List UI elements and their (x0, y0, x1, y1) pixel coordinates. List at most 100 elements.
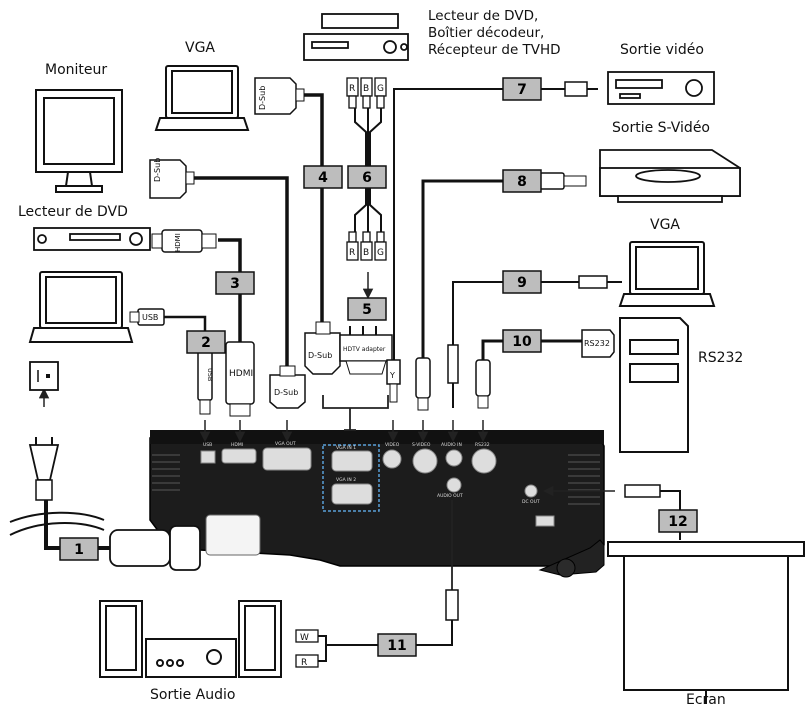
audio-system (99, 600, 282, 678)
cable-box-11: 11 (377, 633, 417, 657)
video-out-device (607, 71, 715, 105)
projector-top-edge (150, 430, 604, 444)
port-label-rs232: RS232 (475, 442, 490, 448)
label-dvd-stb-line1: Lecteur de DVD, (428, 8, 539, 24)
svg-text:10: 10 (512, 334, 532, 350)
label-svideo-out: Sortie S-Vidéo (612, 120, 710, 136)
port-label-audio-in: AUDIO IN (441, 442, 462, 448)
dsub-monitor-label: D-Sub (153, 158, 162, 182)
hdmi-plug-label: HDMI (229, 369, 253, 379)
vga-laptop-right (618, 241, 716, 307)
rs232-cable (481, 339, 582, 360)
cables (9, 88, 681, 662)
vga-in-group (322, 444, 380, 512)
usb-vertical-label: USB (206, 368, 214, 381)
rbg-bottom-b: B (363, 248, 369, 258)
rs232-plug-pc (581, 329, 615, 358)
usb-laptop (28, 271, 134, 343)
hdtv-adapter (339, 334, 393, 362)
wall-outlet (29, 361, 59, 391)
svg-text:12: 12 (668, 514, 687, 530)
cable-box-2: 2 (186, 330, 226, 354)
port-label-vga-out: VGA OUT (275, 441, 296, 447)
cable-box-12: 12 (658, 509, 698, 533)
power-plug (28, 361, 201, 571)
svg-text:9: 9 (517, 275, 527, 291)
hdtv-adapter-label: HDTV adapter (343, 346, 386, 353)
audio-w-label: W (300, 633, 309, 643)
audio-r-label: R (301, 658, 307, 668)
svg-text:7: 7 (517, 82, 527, 98)
usb-plug-label: USB (142, 313, 158, 322)
rbg-bottom-r: R (349, 248, 355, 258)
cable-box-5: 5 (347, 297, 387, 321)
svg-text:3: 3 (230, 276, 240, 292)
cable-box-3: 3 (215, 271, 255, 295)
vga-laptop-top (154, 65, 250, 131)
port-label-video: VIDEO (385, 442, 400, 448)
vga-in1-port (331, 450, 373, 472)
video-y-label: Y (389, 371, 395, 380)
port-label-vga-in2: VGA IN 2 (336, 477, 356, 483)
label-vga-right: VGA (650, 217, 681, 233)
cable-box-1: 1 (59, 537, 99, 561)
audio-out-plug (445, 589, 459, 621)
label-dvd-stb-hdtv: Lecteur de DVD, Boîtier décodeur, Récept… (428, 8, 561, 59)
dsub-plug-monitor (149, 159, 187, 199)
svideo-out-device (599, 149, 741, 203)
vga-out-port (262, 447, 312, 471)
vga-in2-port (331, 483, 373, 505)
power-inlet (205, 514, 261, 556)
svg-text:6: 6 (362, 170, 372, 186)
kensington-lock (535, 515, 555, 527)
port-label-hdmi: HDMI (231, 442, 243, 448)
dsub-vga-top-label: D-Sub (258, 86, 267, 110)
label-dvd-player: Lecteur de DVD (18, 204, 128, 220)
svideo-port (412, 448, 438, 474)
dvd-stb-device (303, 13, 409, 61)
port-label-svideo: S-VIDEO (412, 442, 431, 448)
svideo-plug (415, 357, 431, 399)
dvd-player-device (33, 227, 151, 251)
audio-in-port (445, 449, 463, 467)
dsub-plug-vgain (304, 332, 341, 375)
label-screen: Ecran (686, 692, 726, 708)
svg-text:8: 8 (517, 174, 527, 190)
label-monitor: Moniteur (45, 62, 108, 78)
hdmi-dvd-label: HDMI (174, 233, 182, 252)
hdmi-port (221, 448, 257, 464)
rs232-plug-label: RS232 (584, 339, 610, 348)
cable-box-8: 8 (502, 169, 542, 193)
rbg-top-r: R (349, 84, 355, 94)
video-port (382, 449, 402, 469)
audio-out-port (446, 477, 462, 493)
rs232-port (471, 448, 497, 474)
label-video-out: Sortie vidéo (620, 42, 704, 58)
label-dvd-stb-line2: Boîtier décodeur, (428, 25, 545, 41)
dsub-vgaout-label: D-Sub (274, 388, 298, 397)
rs232-pc-tower (619, 317, 689, 453)
vent-ridges (152, 454, 600, 505)
svg-text:1: 1 (74, 542, 84, 558)
dc-out-port (524, 484, 538, 498)
label-audio-out: Sortie Audio (150, 687, 236, 703)
lens-foot (556, 558, 576, 578)
hdmi-cable (218, 238, 242, 342)
monitor-device (35, 89, 123, 193)
port-label-vga-in1: VGA IN 1 (336, 445, 356, 451)
video-cable (393, 88, 565, 360)
cable-number-boxes: 1 2 3 4 5 6 7 8 9 10 11 12 (59, 77, 698, 657)
svideo-cable (421, 179, 540, 358)
hdmi-plug-dvd (161, 229, 203, 253)
rbg-top-g: G (377, 84, 384, 94)
rbg-bottom-g: G (377, 248, 384, 258)
dsub-monitor-cable (190, 176, 289, 372)
label-dvd-stb-line3: Récepteur de TVHD (428, 42, 561, 58)
cable-box-7: 7 (502, 77, 542, 101)
rs232-plug (475, 359, 491, 397)
cable-box-9: 9 (502, 270, 542, 294)
dsub-plug-vgaout (269, 374, 306, 409)
dsub-vgain-label: D-Sub (308, 351, 332, 360)
